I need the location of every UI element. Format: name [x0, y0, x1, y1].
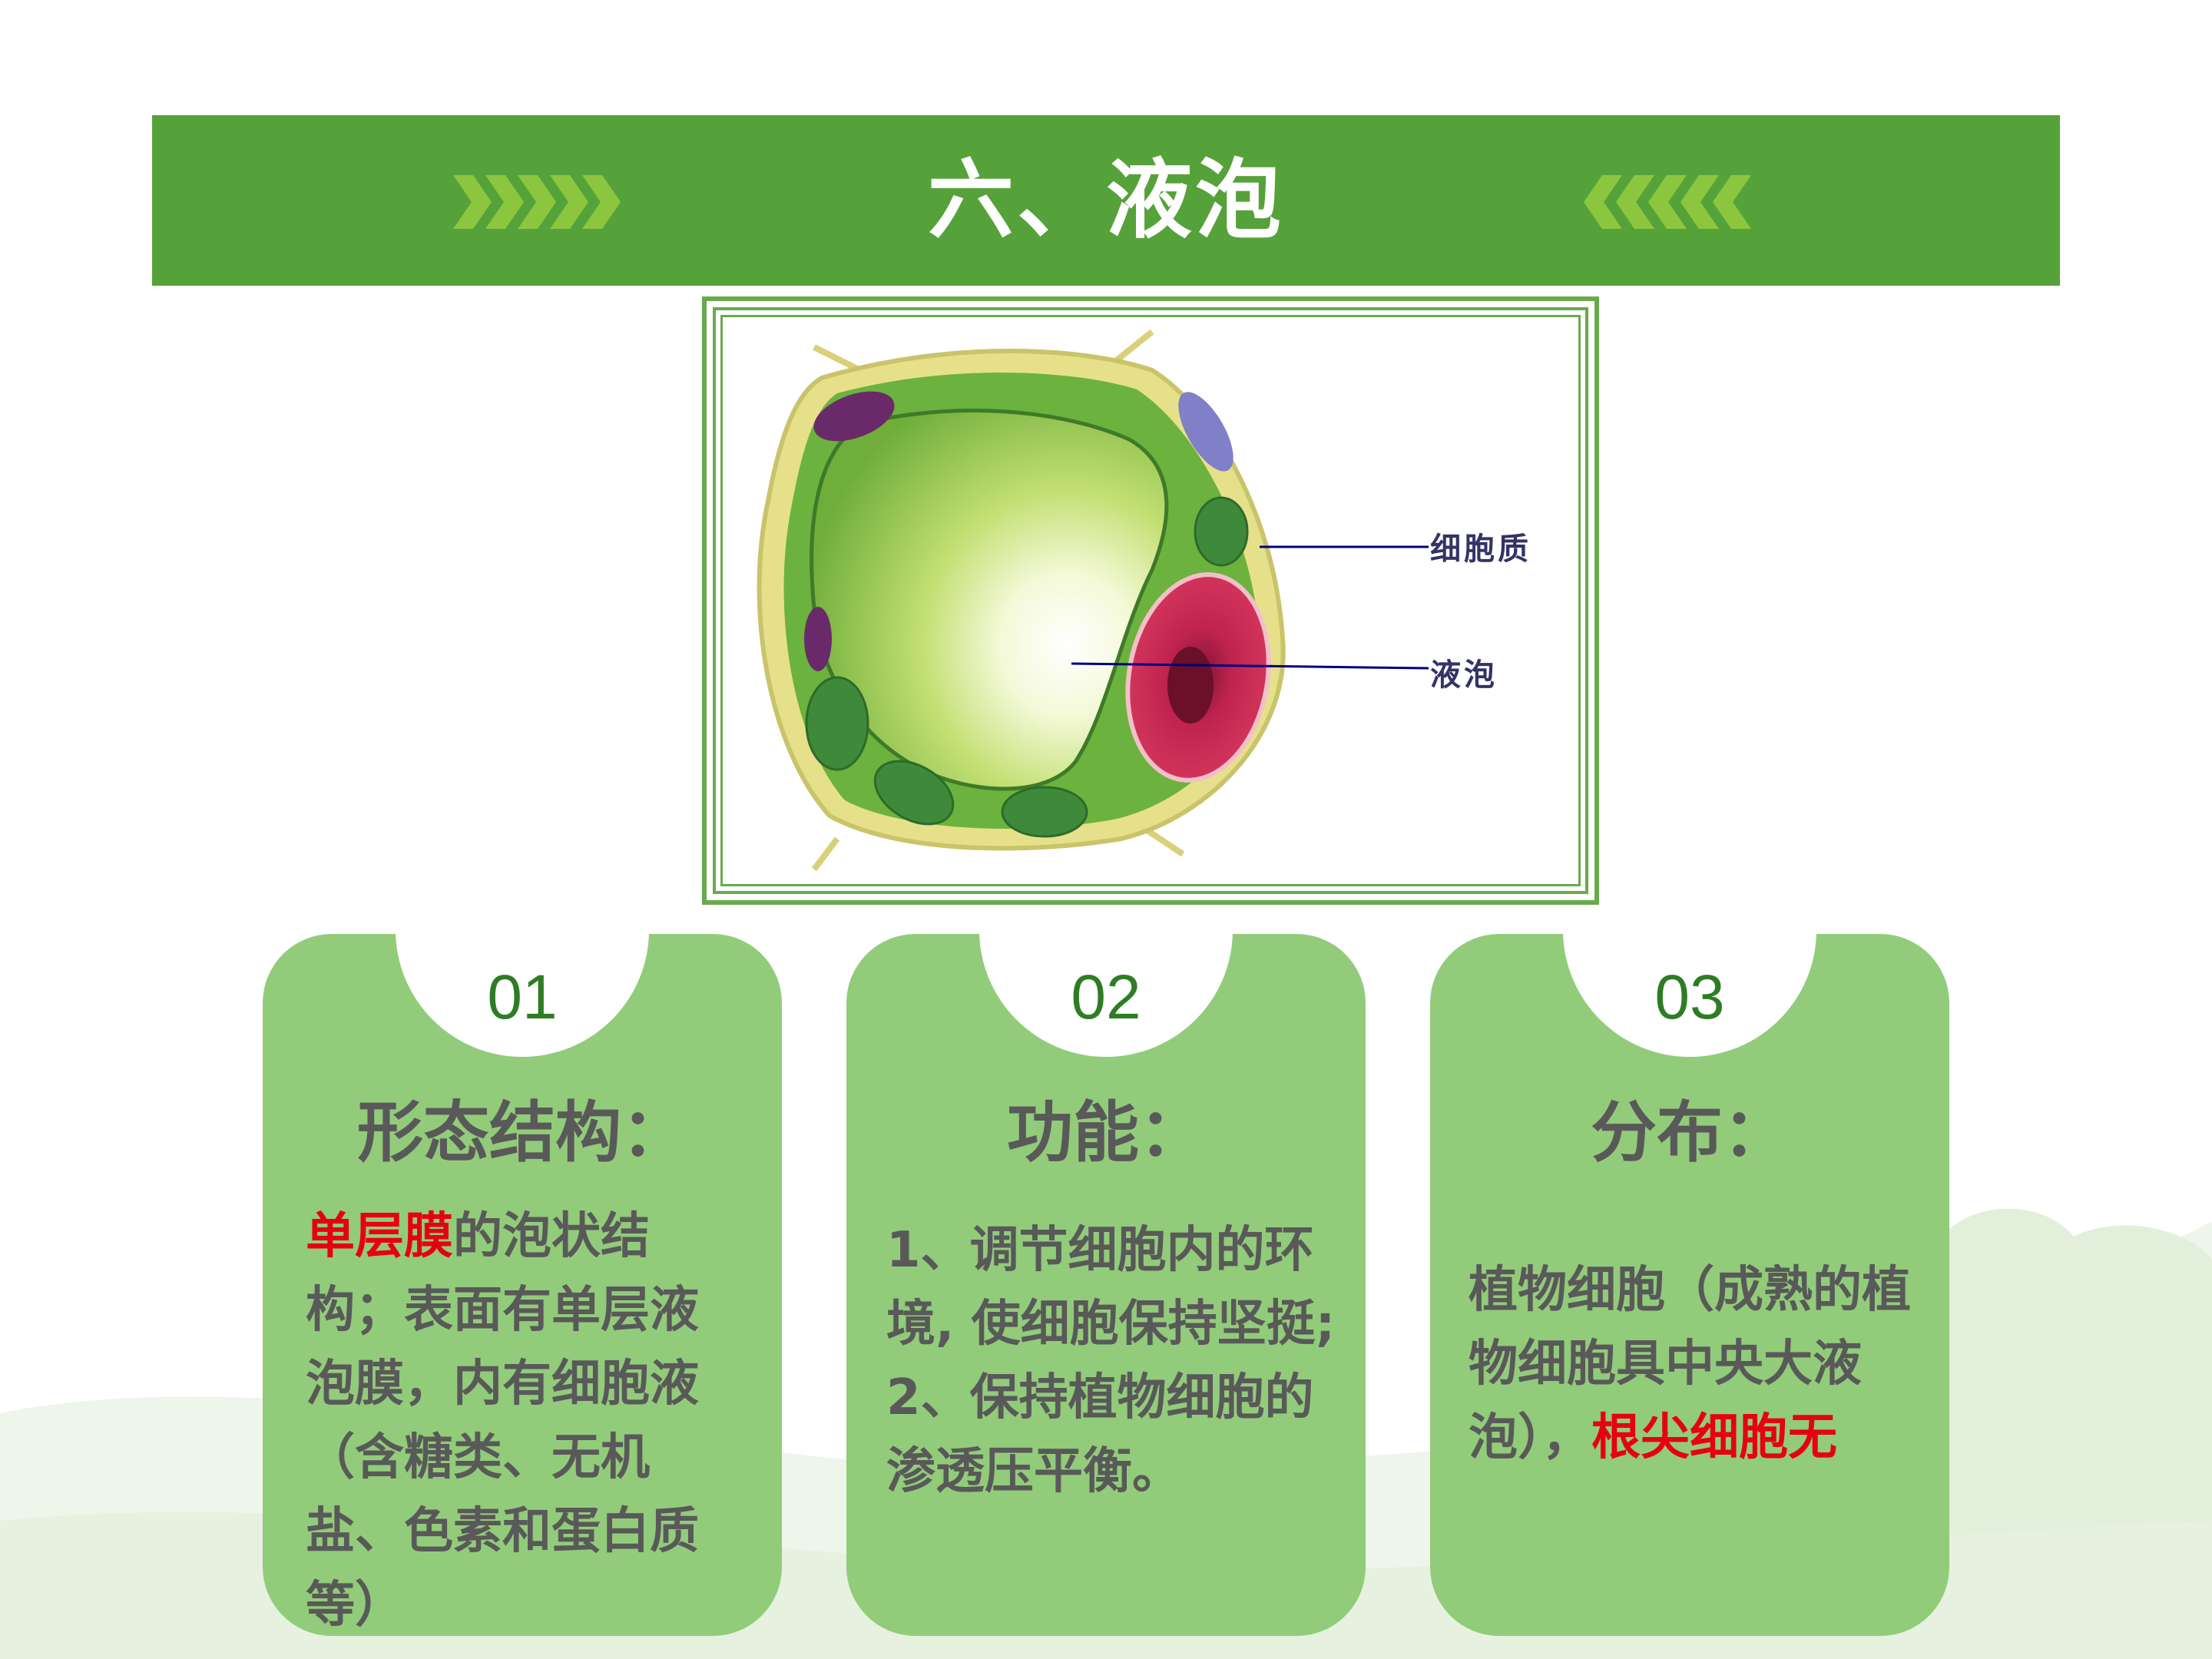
card-heading: 形态结构：	[357, 1094, 687, 1171]
chevrons-left-icon	[1584, 175, 1751, 229]
card-distribution: 03 分布： 植物细胞（成熟的植物细胞具中央大液泡），根尖细胞无	[1430, 934, 1949, 1636]
card-body: 1、调节细胞内的环境, 使细胞保持坚挺; 2、保持植物细胞的渗透压平衡。	[886, 1214, 1347, 1508]
card-heading: 分布：	[1591, 1094, 1789, 1171]
card-function: 02 功能： 1、调节细胞内的环境, 使细胞保持坚挺; 2、保持植物细胞的渗透压…	[846, 934, 1366, 1636]
highlight-text: 根尖细胞无	[1591, 1409, 1837, 1466]
chevrons-right-icon	[453, 175, 621, 229]
card-body: 单层膜的泡状结构；表面有单层液泡膜，内有细胞液（含糖类、无机盐、色素和蛋白质等）	[306, 1200, 743, 1636]
body-line-2: 2、保持植物细胞的渗透压平衡。	[886, 1369, 1314, 1500]
title-bar: 六、液泡	[152, 115, 2060, 286]
highlight-text: 单层膜	[306, 1208, 453, 1265]
card-structure: 01 形态结构： 单层膜的泡状结构；表面有单层液泡膜，内有细胞液（含糖类、无机盐…	[263, 934, 782, 1636]
card-number: 01	[487, 962, 558, 1032]
body-line-1: 1、调节细胞内的环境, 使细胞保持坚挺;	[886, 1222, 1336, 1353]
plant-cell-illustration	[757, 329, 1429, 872]
card-number: 02	[1071, 962, 1141, 1032]
page-title: 六、液泡	[928, 151, 1284, 250]
card-number: 03	[1654, 962, 1725, 1032]
body-text: 植物细胞（成熟的植物细胞具中央大液泡），	[1469, 1262, 1911, 1466]
card-body: 植物细胞（成熟的植物细胞具中央大液泡），根尖细胞无	[1469, 1253, 1914, 1475]
body-text: 的泡状结构；表面有单层液泡膜，内有细胞液（含糖类、无机盐、色素和蛋白质等）	[306, 1208, 699, 1634]
vacuole-label: 液泡	[1430, 657, 1498, 693]
cytoplasm-label: 细胞质	[1430, 531, 1532, 567]
card-heading: 功能：	[1007, 1094, 1205, 1171]
